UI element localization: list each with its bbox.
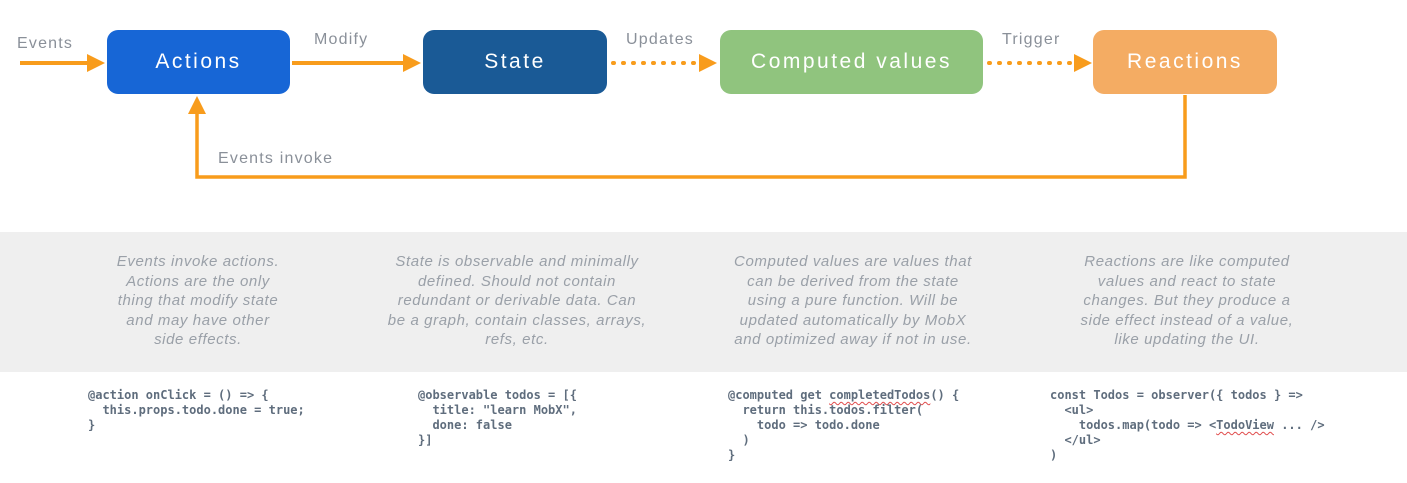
code-samples-area: @action onClick = () => { this.props.tod…: [0, 372, 1407, 483]
edge-label-trigger: Trigger: [1002, 31, 1061, 48]
code-observer-sample: const Todos = observer({ todos } => <ul>…: [1050, 388, 1325, 462]
edge-label-events: Events: [17, 35, 74, 52]
edge-modify-arrow: [292, 54, 421, 72]
node-actions-label: Actions: [155, 50, 242, 73]
code-computed-sample: @computed get completedTodos() { return …: [728, 388, 960, 462]
node-reactions-label: Reactions: [1127, 50, 1243, 73]
description-band: Events invoke actions.Actions are the on…: [0, 232, 1407, 372]
edge-events-arrow: [20, 54, 105, 72]
node-reactions: Reactions: [1093, 30, 1277, 94]
node-state-label: State: [484, 50, 546, 73]
node-computed-values: Computed values: [720, 30, 983, 94]
edge-events-invoke-arrow: [188, 95, 1187, 179]
flow-diagram-area: Actions State Computed values Reactions …: [0, 0, 1407, 232]
edge-label-modify: Modify: [314, 31, 369, 48]
diagram-arrows: [20, 54, 1187, 179]
code-action-sample: @action onClick = () => { this.props.tod…: [88, 388, 305, 432]
edge-label-updates: Updates: [626, 31, 694, 48]
code-observable-sample: @observable todos = [{ title: "learn Mob…: [418, 388, 577, 447]
node-state: State: [423, 30, 607, 94]
node-computed-values-label: Computed values: [751, 50, 952, 73]
edge-trigger-arrow: [987, 54, 1092, 72]
description-actions: Events invoke actions.Actions are the on…: [116, 253, 280, 348]
edge-updates-arrow: [611, 54, 717, 72]
node-actions: Actions: [107, 30, 290, 94]
edge-label-events-invoke: Events invoke: [218, 150, 334, 167]
